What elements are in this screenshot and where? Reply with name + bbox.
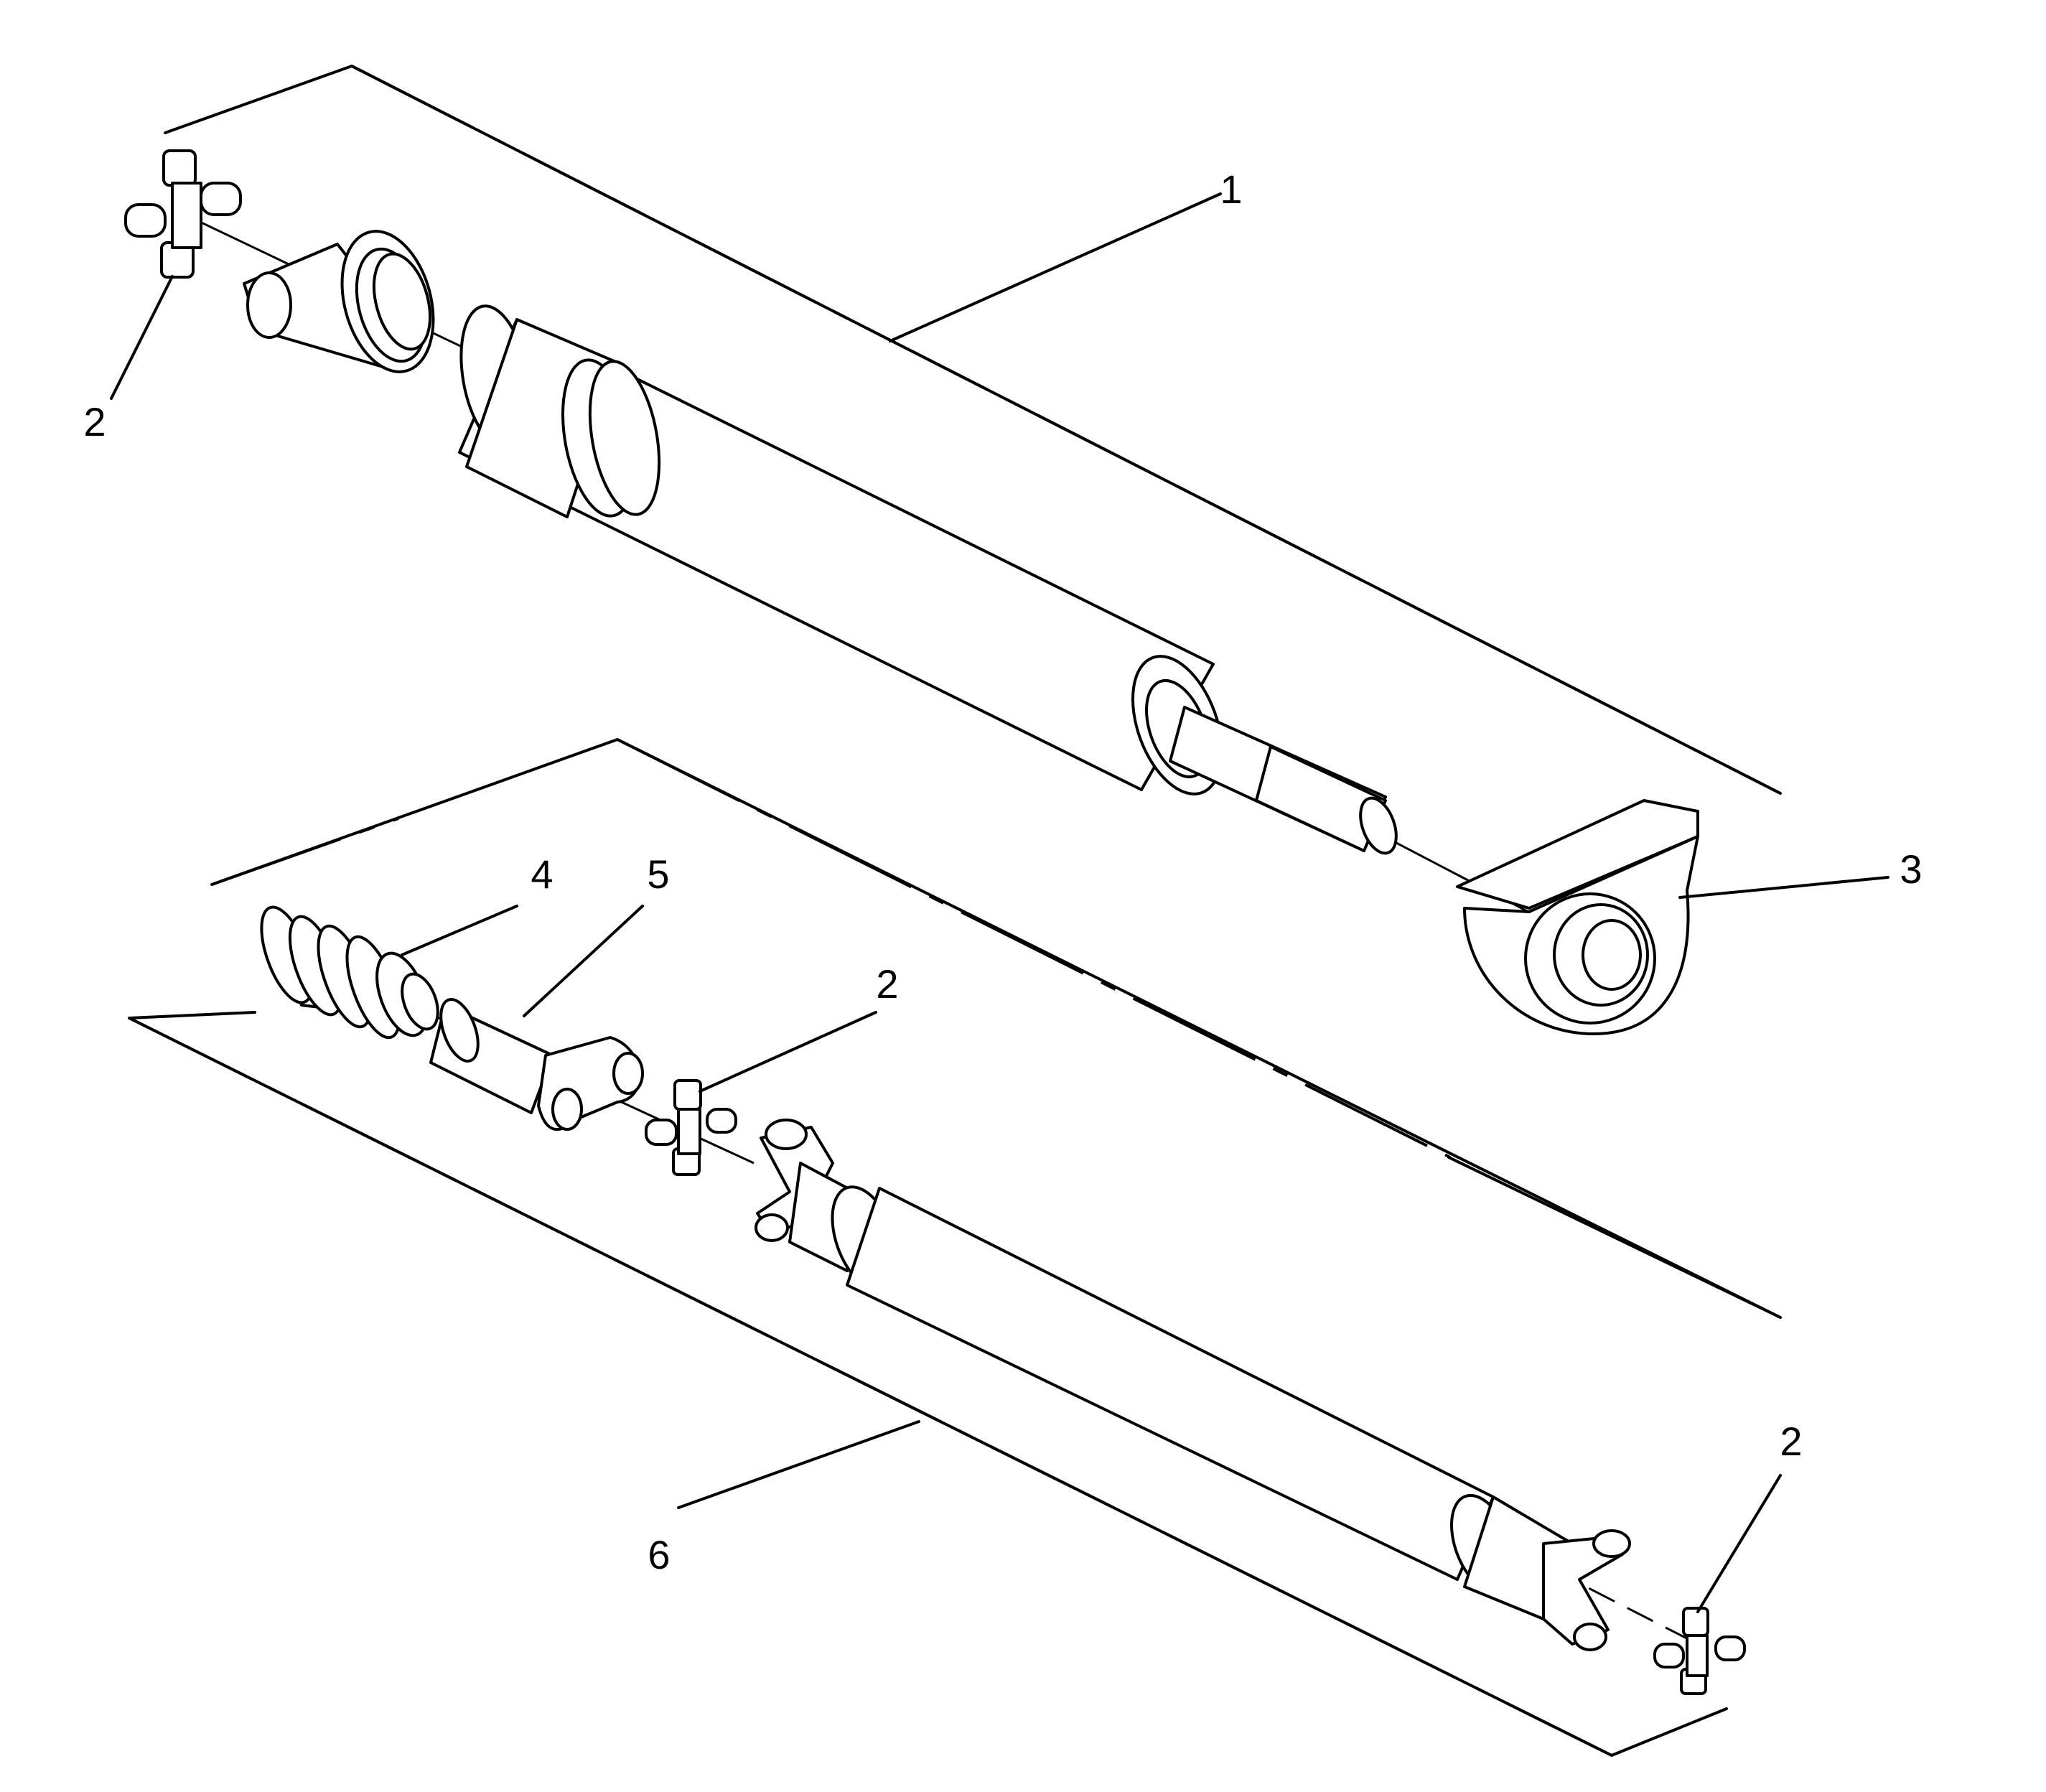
front-propeller-shaft — [458, 304, 1398, 855]
callout-5: 5 — [647, 851, 669, 897]
callout-2-rear: 2 — [1780, 1419, 1802, 1464]
rear-assembly-boundary-lower — [128, 1011, 1728, 1757]
callouts: 1 2 2 2 3 4 5 6 — [83, 167, 1922, 1577]
rear-propeller-shaft — [755, 1119, 1631, 1651]
callout-2-front: 2 — [83, 399, 106, 444]
boot — [260, 905, 439, 1040]
callout-3: 3 — [1900, 846, 1922, 892]
callout-2-middle: 2 — [876, 961, 898, 1007]
universal-joint-front — [124, 149, 242, 279]
front-flange-yoke — [243, 230, 435, 373]
slip-yoke — [429, 998, 644, 1131]
center-support-bearing — [1456, 799, 1699, 1035]
callout-4: 4 — [531, 851, 553, 897]
rear-assembly-boundary-upper — [210, 738, 1782, 1319]
callout-6: 6 — [648, 1532, 670, 1577]
leader-lines — [110, 192, 1889, 1613]
universal-joint-middle — [645, 1079, 737, 1176]
callout-1: 1 — [1220, 167, 1242, 212]
front-assembly-boundary — [164, 65, 1782, 795]
universal-joint-rear — [1653, 1607, 1746, 1695]
